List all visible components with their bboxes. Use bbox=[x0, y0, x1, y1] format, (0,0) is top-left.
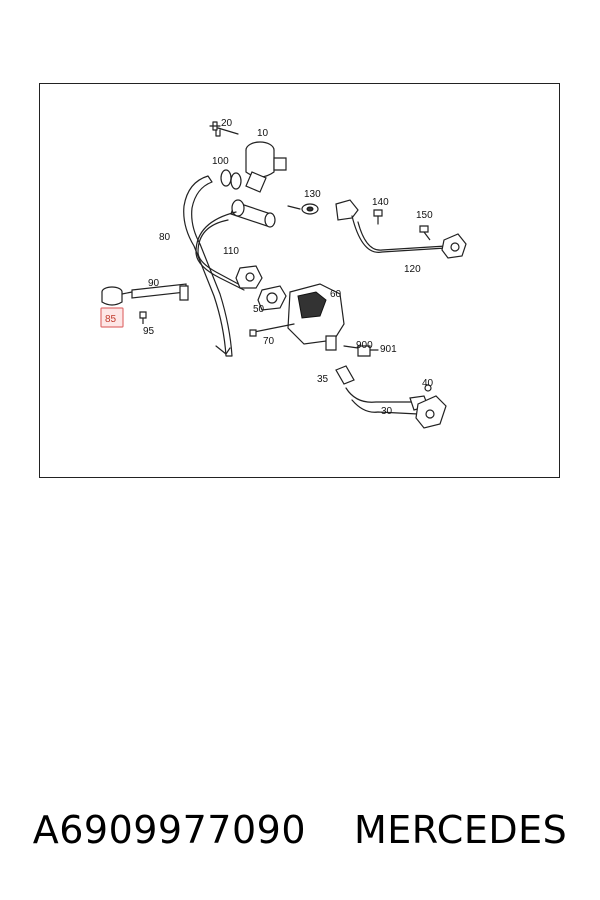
part-40-flange[interactable] bbox=[415, 384, 447, 429]
part-80-pipe[interactable] bbox=[183, 175, 233, 357]
valve-connector-pipe[interactable] bbox=[230, 199, 276, 228]
label-110: 110 bbox=[223, 246, 239, 257]
label-100: 100 bbox=[212, 156, 229, 167]
part-70-bolt[interactable] bbox=[249, 323, 295, 337]
brand-name: MERCEDES bbox=[354, 808, 568, 852]
diagram-frame: 20 10 100 130 140 150 80 110 120 90 60 5… bbox=[39, 83, 560, 478]
part-50-gasket[interactable] bbox=[257, 285, 287, 311]
label-90: 90 bbox=[148, 278, 160, 289]
label-50: 50 bbox=[253, 304, 265, 315]
label-80: 80 bbox=[159, 232, 171, 243]
label-140: 140 bbox=[372, 197, 389, 208]
label-20: 20 bbox=[221, 118, 233, 129]
label-70: 70 bbox=[263, 336, 275, 347]
label-900: 900 bbox=[356, 340, 373, 351]
part-35-hose[interactable] bbox=[335, 365, 355, 385]
part-95-screw[interactable] bbox=[139, 311, 147, 324]
label-150: 150 bbox=[416, 210, 433, 221]
part-140-bolt[interactable] bbox=[373, 209, 383, 225]
label-40: 40 bbox=[422, 378, 434, 389]
part-20-bolt[interactable] bbox=[209, 121, 239, 137]
part-number: A6909977090 bbox=[32, 808, 306, 852]
part-85-sensor[interactable] bbox=[100, 286, 133, 328]
part-130-flange[interactable] bbox=[287, 203, 319, 215]
part-120-pipe[interactable] bbox=[335, 199, 467, 259]
exploded-parts-diagram: 20 10 100 130 140 150 80 110 120 90 60 5… bbox=[100, 118, 467, 429]
label-85: 85 bbox=[105, 314, 117, 325]
part-100-ring[interactable] bbox=[220, 169, 242, 190]
part-10-valve[interactable] bbox=[245, 141, 287, 193]
label-901: 901 bbox=[380, 344, 397, 355]
part-caption: A6909977090 MERCEDES bbox=[0, 800, 600, 860]
label-120: 120 bbox=[404, 264, 421, 275]
part-900-connector[interactable] bbox=[343, 345, 379, 357]
part-150-bolt[interactable] bbox=[419, 225, 431, 241]
label-35: 35 bbox=[317, 374, 329, 385]
part-110-pipe[interactable] bbox=[195, 211, 263, 291]
label-10: 10 bbox=[257, 128, 269, 139]
part-60-egr-valve[interactable] bbox=[287, 283, 345, 351]
label-60: 60 bbox=[330, 289, 342, 300]
label-30: 30 bbox=[381, 406, 393, 417]
part-90-bracket[interactable] bbox=[131, 283, 189, 301]
label-130: 130 bbox=[304, 189, 321, 200]
label-95: 95 bbox=[143, 326, 155, 337]
